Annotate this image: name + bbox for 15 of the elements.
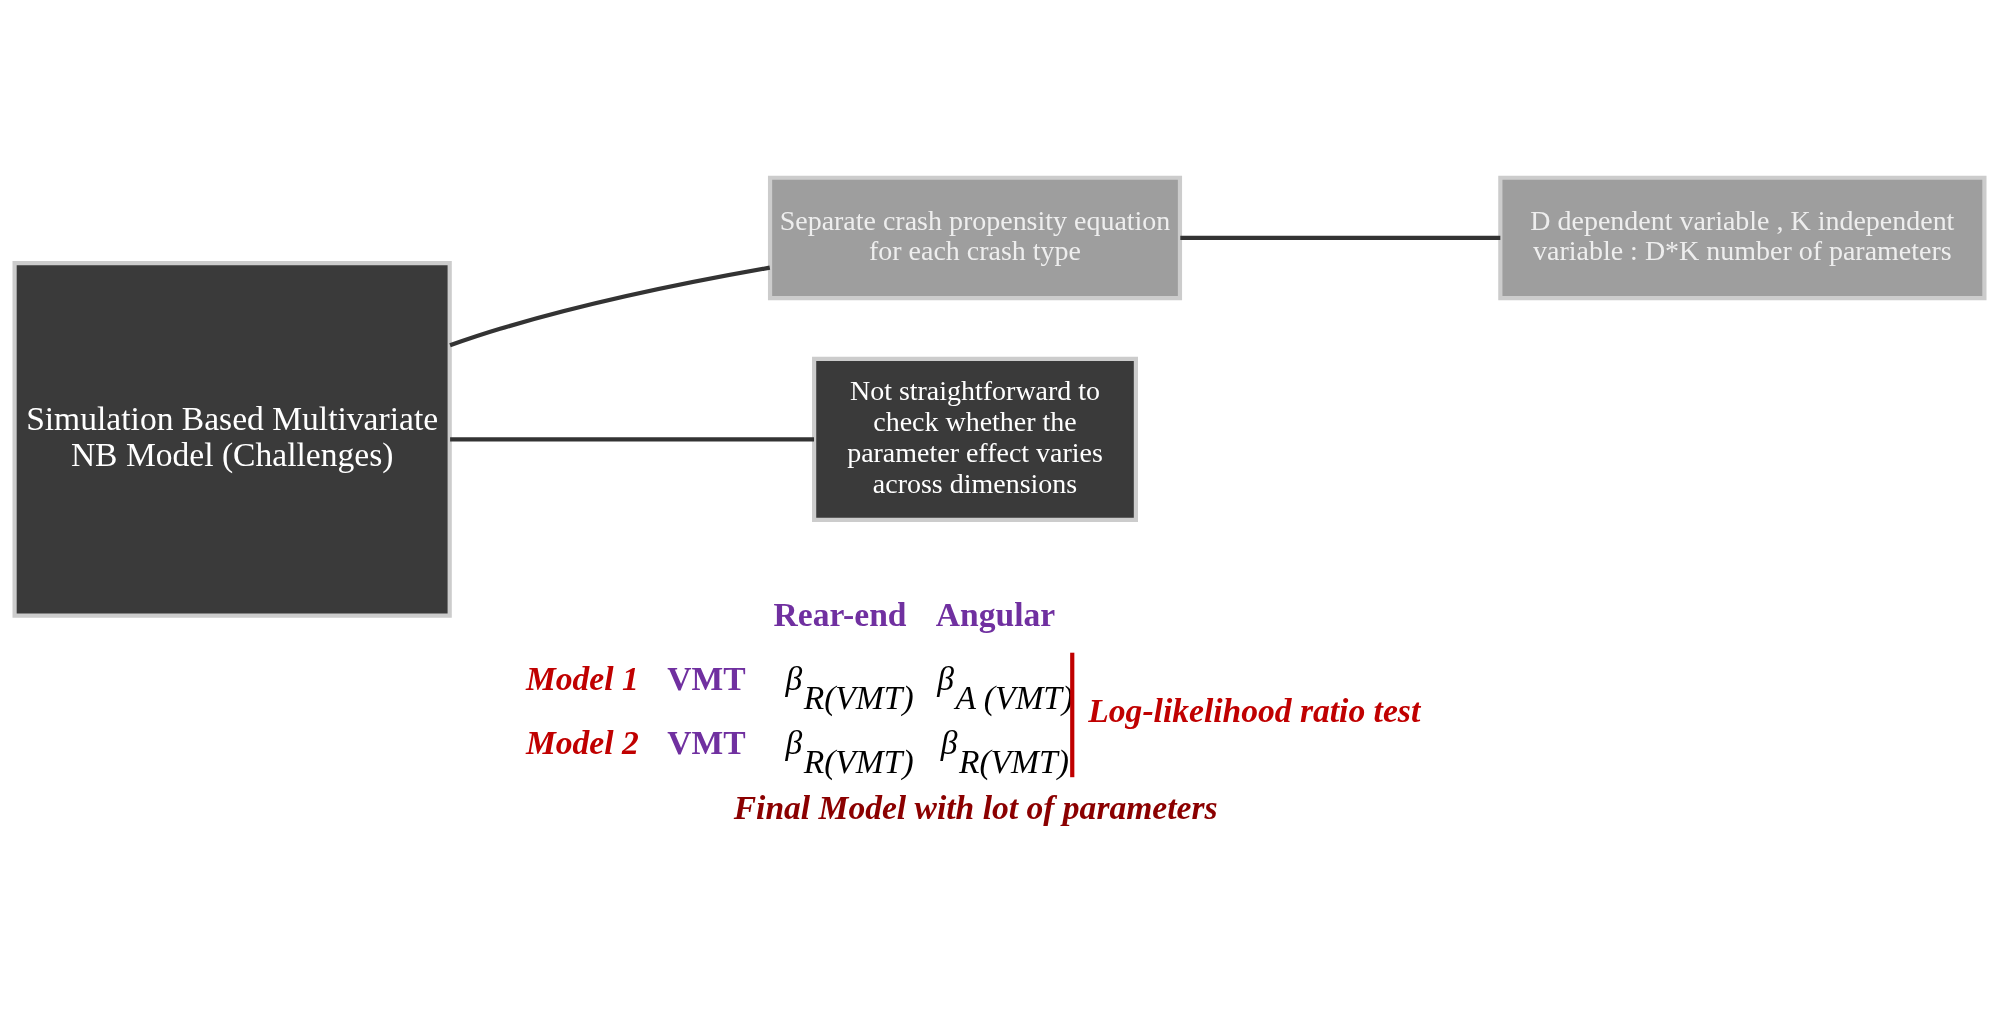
- label: VMT: [666, 724, 746, 762]
- node-box: Simulation Based Multivariate NB Model (Challenges): [12, 260, 452, 618]
- label: Model 2: [525, 724, 639, 762]
- connector: [449, 437, 814, 442]
- label: VMT: [666, 660, 746, 698]
- label: Rear-end: [773, 595, 907, 633]
- label: Model 1: [525, 660, 639, 698]
- connector: [1179, 235, 1500, 240]
- label: Log-likelihood ratio test: [1087, 692, 1420, 730]
- connector: [448, 265, 770, 348]
- node-box: Not straightforward to check whether the parameter effect varies across dimensions: [811, 356, 1138, 522]
- node-box: Separate crash propensity equation for each crash type: [767, 175, 1182, 301]
- label: Angular: [935, 595, 1055, 633]
- label: Final Model with lot of parameters: [733, 788, 1218, 826]
- node-box: D dependent variable , K independent variable : D*K number of parameters: [1497, 175, 1986, 301]
